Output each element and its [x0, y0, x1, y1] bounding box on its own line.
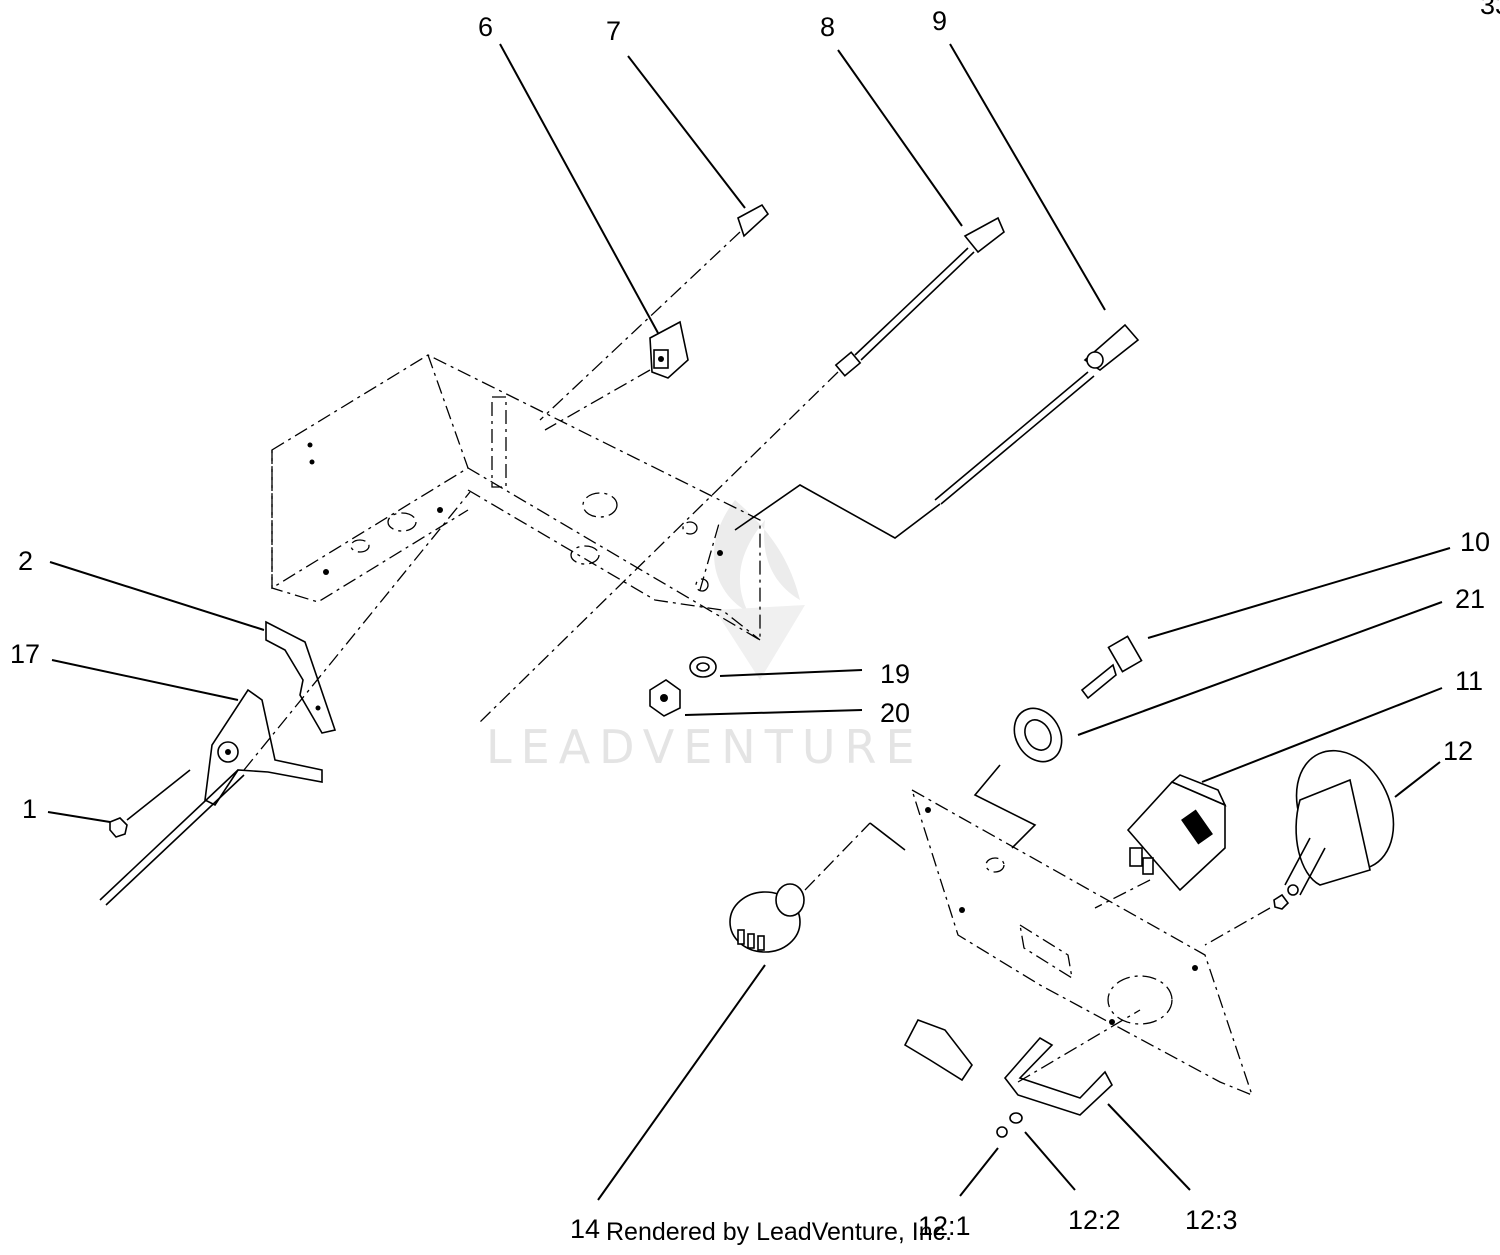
- credit-text: Rendered by LeadVenture, Inc.: [606, 1218, 952, 1246]
- nut-part-1: [109, 769, 191, 838]
- callout-12-1: 12:1: [918, 1211, 971, 1241]
- callout-19: 19: [880, 659, 910, 689]
- flame-logo-icon: [714, 500, 805, 680]
- cable-part-9: [734, 323, 1140, 539]
- callout-9: 9: [932, 6, 947, 36]
- callout-11: 11: [1455, 666, 1483, 696]
- cable-part-8: [479, 216, 1005, 723]
- callout-12-2: 12:2: [1068, 1205, 1121, 1235]
- callout-6: 6: [478, 12, 493, 42]
- washer-part-12-2: [1009, 1112, 1023, 1124]
- key-part-10: [1080, 635, 1143, 700]
- callout-17: 17: [10, 639, 40, 669]
- washer-part-19: [689, 656, 717, 678]
- watermark-text: LEADVENTURE: [486, 720, 924, 774]
- dash-panel: [869, 764, 1254, 1097]
- knob-part-6: [544, 320, 689, 431]
- nut-part-20: [649, 679, 681, 717]
- watermark: LEADVENTURE: [486, 500, 924, 774]
- leader-lines: [47, 43, 1451, 1201]
- clip-part: [903, 1019, 973, 1082]
- callout-7: 7: [606, 16, 621, 46]
- page-number: 33: [1480, 0, 1500, 20]
- gauge-part-12: [1204, 749, 1395, 946]
- rod-part: [99, 491, 471, 906]
- callout-10: 10: [1460, 527, 1490, 557]
- lever-part-17: [204, 688, 323, 807]
- callout-2: 2: [18, 546, 33, 576]
- callout-12-3: 12:3: [1185, 1205, 1238, 1235]
- callout-8: 8: [820, 12, 835, 42]
- callout-21: 21: [1455, 584, 1485, 614]
- hour-meter-part-11: [1094, 774, 1227, 909]
- console-bracket: [271, 354, 761, 642]
- callout-1: 1: [22, 794, 37, 824]
- callout-20: 20: [880, 698, 910, 728]
- plate-part-2: [265, 620, 337, 734]
- nut-part-12-1: [996, 1126, 1008, 1138]
- callout-12: 12: [1443, 736, 1473, 766]
- bracket-part-12-3: [1003, 1009, 1141, 1116]
- ignition-switch-part-14: [729, 822, 871, 953]
- pin-part-7: [539, 203, 770, 421]
- nut-part-21: [1013, 707, 1063, 763]
- callout-14: 14: [570, 1214, 600, 1244]
